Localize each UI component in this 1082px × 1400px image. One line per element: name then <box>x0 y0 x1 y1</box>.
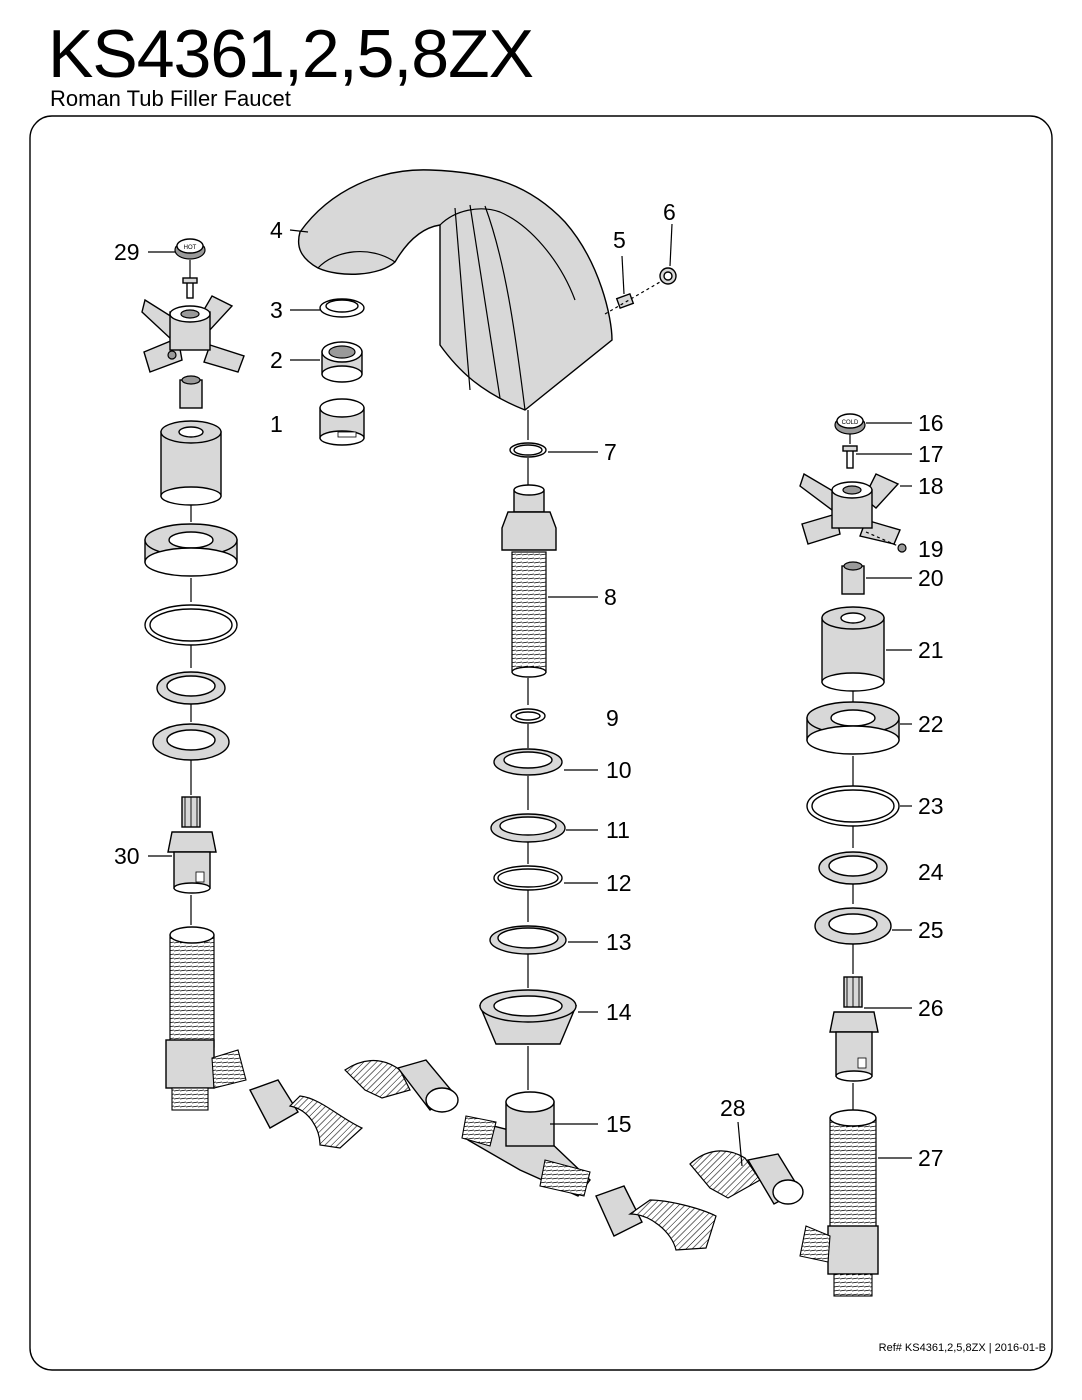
cold-handle-set-screw <box>897 543 907 553</box>
hot-o-ring <box>144 604 238 646</box>
callout-25: 25 <box>918 917 944 943</box>
center-o-ring-12 <box>493 865 563 891</box>
center-washer-10 <box>493 748 563 776</box>
aerator-housing <box>319 398 365 446</box>
callout-26: 26 <box>918 995 944 1021</box>
spout-o-ring-small <box>509 442 547 458</box>
callout-1: 1 <box>270 411 283 437</box>
cold-flange <box>806 701 900 755</box>
cold-supply-hose <box>595 1150 804 1251</box>
callout-12: 12 <box>606 870 632 896</box>
callout-8: 8 <box>604 584 617 610</box>
callout-30: 30 <box>114 843 140 869</box>
callout-19: 19 <box>918 536 944 562</box>
cold-index-cap: COLD <box>834 413 866 435</box>
center-mounting-nut <box>478 989 578 1045</box>
hot-valve-body <box>165 926 247 1111</box>
callout-9: 9 <box>606 705 619 731</box>
reference-footer: Ref# KS4361,2,5,8ZX | 2016-01-B <box>878 1342 1046 1354</box>
center-washer-13 <box>489 925 567 955</box>
spout-shank <box>501 484 557 678</box>
hot-escutcheon-washer <box>152 723 230 761</box>
callout-16: 16 <box>918 410 944 436</box>
hot-cross-handle <box>141 295 245 373</box>
hot-flange <box>144 523 238 577</box>
spout-set-screw <box>615 293 635 309</box>
callout-14: 14 <box>606 999 632 1025</box>
callout-11: 11 <box>606 817 630 843</box>
callout-22: 22 <box>918 711 944 737</box>
hot-cartridge <box>167 796 217 894</box>
cold-sleeve <box>821 606 885 692</box>
callout-13: 13 <box>606 929 632 955</box>
callout-15: 15 <box>606 1111 632 1137</box>
cold-cartridge <box>829 976 879 1082</box>
spout-body <box>297 169 613 411</box>
cold-stem-adapter <box>841 561 865 595</box>
callout-23: 23 <box>918 793 944 819</box>
center-gasket-11 <box>490 813 566 843</box>
diagram-frame <box>29 115 1053 1371</box>
callout-7: 7 <box>604 439 617 465</box>
callout-4: 4 <box>270 217 283 243</box>
callout-18: 18 <box>918 473 944 499</box>
callout-28: 28 <box>720 1095 746 1121</box>
callout-leaders <box>148 223 912 1167</box>
callout-3: 3 <box>270 297 283 323</box>
cold-cross-handle <box>799 472 901 545</box>
spout-ring <box>319 298 365 318</box>
cold-o-ring <box>806 785 900 827</box>
hot-stem-adapter <box>179 375 203 409</box>
callout-24: 24 <box>918 859 944 885</box>
tee-connector <box>461 1091 591 1197</box>
cold-cap-label: COLD <box>842 420 859 426</box>
callout-10: 10 <box>606 757 632 783</box>
model-title: KS4361,2,5,8ZX <box>48 16 534 92</box>
hot-gasket <box>156 671 226 705</box>
hot-index-cap: HOT <box>174 238 206 260</box>
callout-20: 20 <box>918 565 944 591</box>
callout-17: 17 <box>918 441 944 467</box>
shank-o-ring <box>510 708 546 724</box>
cold-escutcheon-washer <box>814 907 892 945</box>
cold-handle-screw <box>842 445 858 469</box>
hot-supply-hose <box>249 1059 459 1149</box>
hot-sleeve <box>160 420 222 506</box>
callout-29: 29 <box>114 239 140 265</box>
callout-6: 6 <box>663 199 676 225</box>
callout-5: 5 <box>613 227 626 253</box>
cold-gasket <box>818 851 888 885</box>
callout-numbers: 1 2 3 4 5 6 7 8 9 10 11 12 13 14 15 16 1… <box>114 199 944 1171</box>
cold-valve-body <box>799 1109 879 1297</box>
aerator-insert <box>321 341 363 383</box>
hot-handle-screw <box>182 277 198 299</box>
spout-screw-cap <box>659 267 677 285</box>
product-subtitle: Roman Tub Filler Faucet <box>50 86 291 111</box>
callout-2: 2 <box>270 347 283 373</box>
callout-21: 21 <box>918 637 944 663</box>
callout-27: 27 <box>918 1145 944 1171</box>
hot-cap-label: HOT <box>184 245 197 251</box>
